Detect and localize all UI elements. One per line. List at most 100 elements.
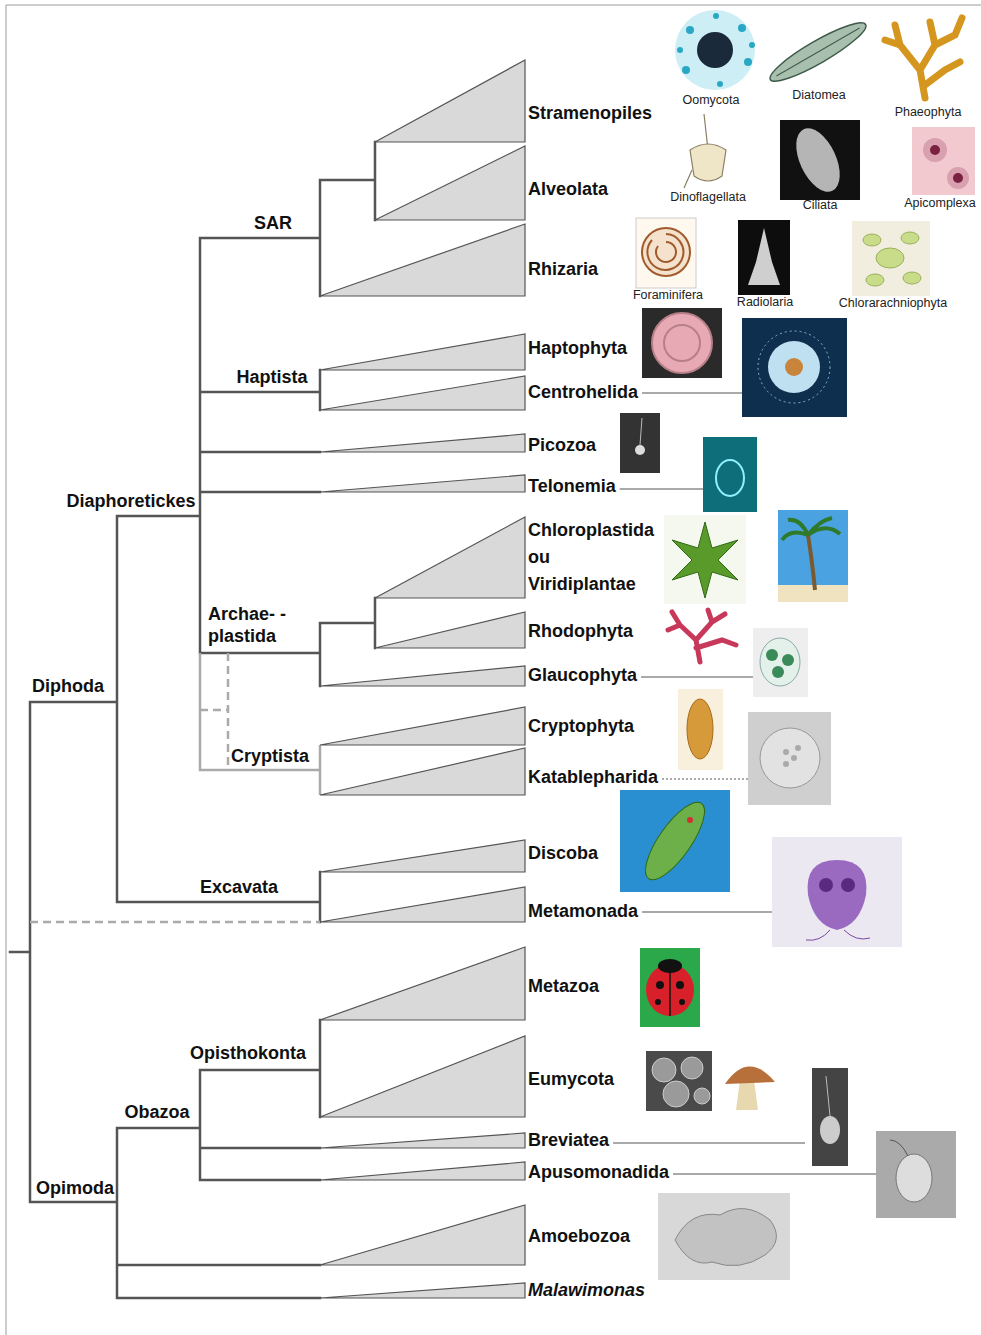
leader-line xyxy=(673,1173,876,1174)
chlorarachniophyte-picture xyxy=(866,274,884,286)
breviatea-picture xyxy=(812,1068,848,1166)
clade-label: Cryptista xyxy=(230,746,310,768)
clade-label: Obazoa xyxy=(123,1102,190,1124)
picture-caption: Dinoflagellata xyxy=(670,190,746,205)
metamonad-picture xyxy=(772,837,902,947)
wedge-shape xyxy=(320,707,525,745)
clade-wedge: Stramenopiles xyxy=(375,60,525,142)
wedge-shape xyxy=(375,612,525,648)
haptophyte-picture xyxy=(652,313,712,373)
ciliate-picture xyxy=(780,120,860,200)
tree-branch xyxy=(10,142,375,1298)
katablepharid-picture xyxy=(783,749,789,755)
wedge-shape xyxy=(320,376,525,410)
clade-wedge: Glaucophyta xyxy=(320,666,525,686)
clade-name: Rhizaria xyxy=(528,259,598,281)
centrohelid-picture xyxy=(768,341,820,393)
wedge-shape xyxy=(375,146,525,220)
clade-wedge: Metamonada xyxy=(320,887,525,922)
chlorarachniophyte-picture xyxy=(876,248,904,268)
wedge-shape xyxy=(320,1036,525,1117)
dinoflagellate-picture xyxy=(690,144,726,181)
yeast-picture xyxy=(681,1057,703,1079)
wedge-shape xyxy=(375,60,525,142)
mushroom-picture xyxy=(725,1066,775,1110)
picture-caption: Foraminifera xyxy=(633,288,703,303)
wedge-shape xyxy=(320,947,525,1020)
yeast-picture xyxy=(652,1057,710,1107)
clade-name: Breviatea xyxy=(528,1130,609,1152)
metamonad-picture xyxy=(819,878,833,892)
yeast-picture xyxy=(663,1081,689,1107)
clade-wedge: Haptophyta xyxy=(320,334,525,370)
wedge-shape xyxy=(320,1205,525,1265)
picture-caption: Radiolaria xyxy=(737,295,793,310)
metamonad-picture xyxy=(841,878,855,892)
glaucophyte-picture xyxy=(782,654,794,666)
apicomplexa-picture xyxy=(923,138,947,162)
wedge-shape xyxy=(320,475,525,492)
cryptophyte-picture xyxy=(687,699,713,759)
leader-line xyxy=(641,676,753,677)
wedge-shape xyxy=(320,840,525,872)
glaucophyte-picture xyxy=(772,666,784,678)
oomycota-picture xyxy=(675,10,755,90)
wedge-shape xyxy=(320,748,525,795)
clade-name: Metamonada xyxy=(528,901,638,923)
clade-name: Alveolata xyxy=(528,179,608,201)
oomycota-picture xyxy=(697,32,733,68)
tree-branch xyxy=(10,142,375,1298)
picozoa-picture xyxy=(635,445,645,455)
clade-name: Chloroplastida ou Viridiplantae xyxy=(528,517,654,598)
clade-wedge: Apusomonadida xyxy=(320,1162,525,1180)
wedge-shape xyxy=(320,224,525,296)
chlorarachniophyte-picture xyxy=(901,232,919,244)
clade-name: Malawimonas xyxy=(528,1280,645,1302)
metamonad-picture xyxy=(772,837,902,947)
clade-name: Picozoa xyxy=(528,435,596,457)
picture-caption: Phaeophyta xyxy=(895,105,962,120)
wedge-shape xyxy=(320,376,525,410)
picture-caption: Diatomea xyxy=(792,88,846,103)
picture-caption: Apicomplexa xyxy=(904,196,976,211)
chlorarachniophyte-picture xyxy=(863,232,921,286)
wedge-shape xyxy=(320,1036,525,1117)
oomycota-picture xyxy=(686,26,694,34)
leader-line xyxy=(620,488,703,489)
apicomplexa-picture xyxy=(930,145,940,155)
wedge-shape xyxy=(320,666,525,686)
radiolaria-picture xyxy=(748,228,780,285)
oomycota-picture xyxy=(717,81,723,87)
yeast-picture xyxy=(694,1088,710,1104)
apicomplexa-picture xyxy=(947,167,969,189)
wedge-shape xyxy=(375,146,525,220)
discoba-picture xyxy=(636,794,715,888)
palm-tree-picture xyxy=(778,510,848,602)
oomycota-picture xyxy=(713,13,719,19)
clade-wedge: Centrohelida xyxy=(320,376,525,410)
clade-name: Haptophyta xyxy=(528,338,627,360)
wedge-shape xyxy=(320,707,525,745)
katablepharid-picture xyxy=(783,745,801,767)
yeast-picture xyxy=(646,1051,712,1111)
centrohelid-picture xyxy=(742,318,847,417)
metamonad-picture xyxy=(808,860,867,930)
diatom-picture xyxy=(765,15,871,89)
haptophyte-picture xyxy=(664,325,700,361)
ciliate-picture xyxy=(787,122,848,199)
palm-tree-picture xyxy=(778,510,848,602)
metamonad-picture xyxy=(806,930,870,940)
wedge-shape xyxy=(320,748,525,795)
radiolaria-picture xyxy=(738,220,790,295)
wedge-shape xyxy=(320,1133,525,1148)
wedge-shape xyxy=(320,434,525,452)
wedge-shape xyxy=(320,334,525,370)
chlorarachniophyte-picture xyxy=(852,221,930,296)
mushroom-picture xyxy=(736,1080,758,1110)
katablepharid-picture xyxy=(748,712,831,805)
wedge-shape xyxy=(320,334,525,370)
wedge-shape xyxy=(320,947,525,1020)
foraminifera-picture xyxy=(642,228,690,276)
haptophyte-picture xyxy=(642,308,722,378)
clade-name: Apusomonadida xyxy=(528,1162,669,1184)
